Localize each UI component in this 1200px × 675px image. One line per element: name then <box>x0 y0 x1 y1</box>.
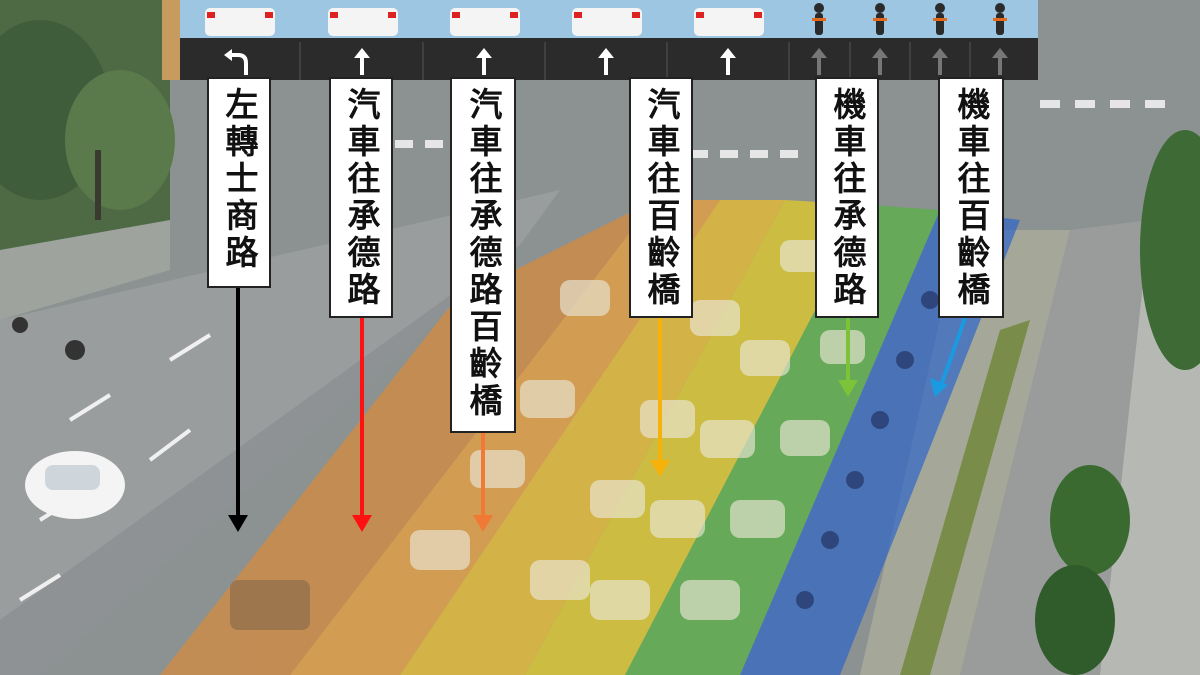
lane-label-scooter-bailing: 機車往百齡橋 <box>938 77 1004 318</box>
lane-label-text: 汽車往百齡橋 <box>642 87 681 309</box>
scooter-icon <box>933 3 947 35</box>
arrowhead-lane-5 <box>838 380 858 397</box>
straight-arrow-icon <box>872 48 888 75</box>
arrow-lane-6 <box>940 317 967 384</box>
scooter-icon <box>873 3 887 35</box>
lane-label-text: 機車往百齡橋 <box>952 87 991 309</box>
lane-overlays <box>160 200 1020 675</box>
lane-label-car-chengde-bailing: 汽車往承德路百齡橋 <box>450 77 516 433</box>
lane-overlay-6 <box>740 210 1020 675</box>
scooters-lane <box>796 291 939 609</box>
banner-scooter-icons <box>812 3 1007 35</box>
arrowhead-lane-3 <box>473 515 493 532</box>
left-turn-arrow-icon <box>232 53 248 75</box>
straight-arrow-icon <box>720 48 736 75</box>
arrowhead-lane-1 <box>228 515 248 532</box>
arrowhead-lane-4 <box>650 460 670 477</box>
trees-left <box>0 0 175 250</box>
car-icon <box>328 8 398 36</box>
lane-overlay-2 <box>290 200 720 675</box>
straight-arrow-icon <box>932 48 948 75</box>
lane-label-text: 左轉士商路 <box>220 87 259 272</box>
lane-label-left-turn: 左轉士商路 <box>207 77 271 288</box>
car-white <box>25 451 125 519</box>
straight-arrow-icon <box>476 48 492 75</box>
banner-curb <box>162 0 180 80</box>
car-icon <box>572 8 642 36</box>
car-icon <box>205 8 275 36</box>
banner-road <box>162 38 1038 80</box>
straight-arrow-icon <box>811 48 827 75</box>
scooter-icon <box>812 3 826 35</box>
car-icon <box>694 8 764 36</box>
banner-car-icons <box>205 8 764 36</box>
banner-arrows <box>224 48 1008 75</box>
lane-label-car-chengde: 汽車往承德路 <box>329 77 393 318</box>
straight-arrow-icon <box>354 48 370 75</box>
lane-overlay-4 <box>525 200 870 675</box>
arrowhead-lane-2 <box>352 515 372 532</box>
lane-label-text: 汽車往承德路 <box>342 87 381 309</box>
traffic-cars <box>230 240 865 630</box>
car-icon <box>450 8 520 36</box>
arrowhead-lane-6 <box>930 378 948 397</box>
trees-right <box>1035 130 1200 675</box>
lane-label-text: 機車往承德路 <box>828 87 867 309</box>
lane-arrows <box>228 288 967 532</box>
lane-overlay-3 <box>400 200 785 675</box>
lane-label-car-bailing: 汽車往百齡橋 <box>629 77 693 318</box>
lane-label-text: 汽車往承德路百齡橋 <box>464 87 503 420</box>
lane-banner <box>162 0 1038 80</box>
lane-label-scooter-chengde: 機車往承德路 <box>815 77 879 318</box>
straight-arrow-icon <box>598 48 614 75</box>
scooter-icon <box>993 3 1007 35</box>
straight-arrow-icon <box>992 48 1008 75</box>
